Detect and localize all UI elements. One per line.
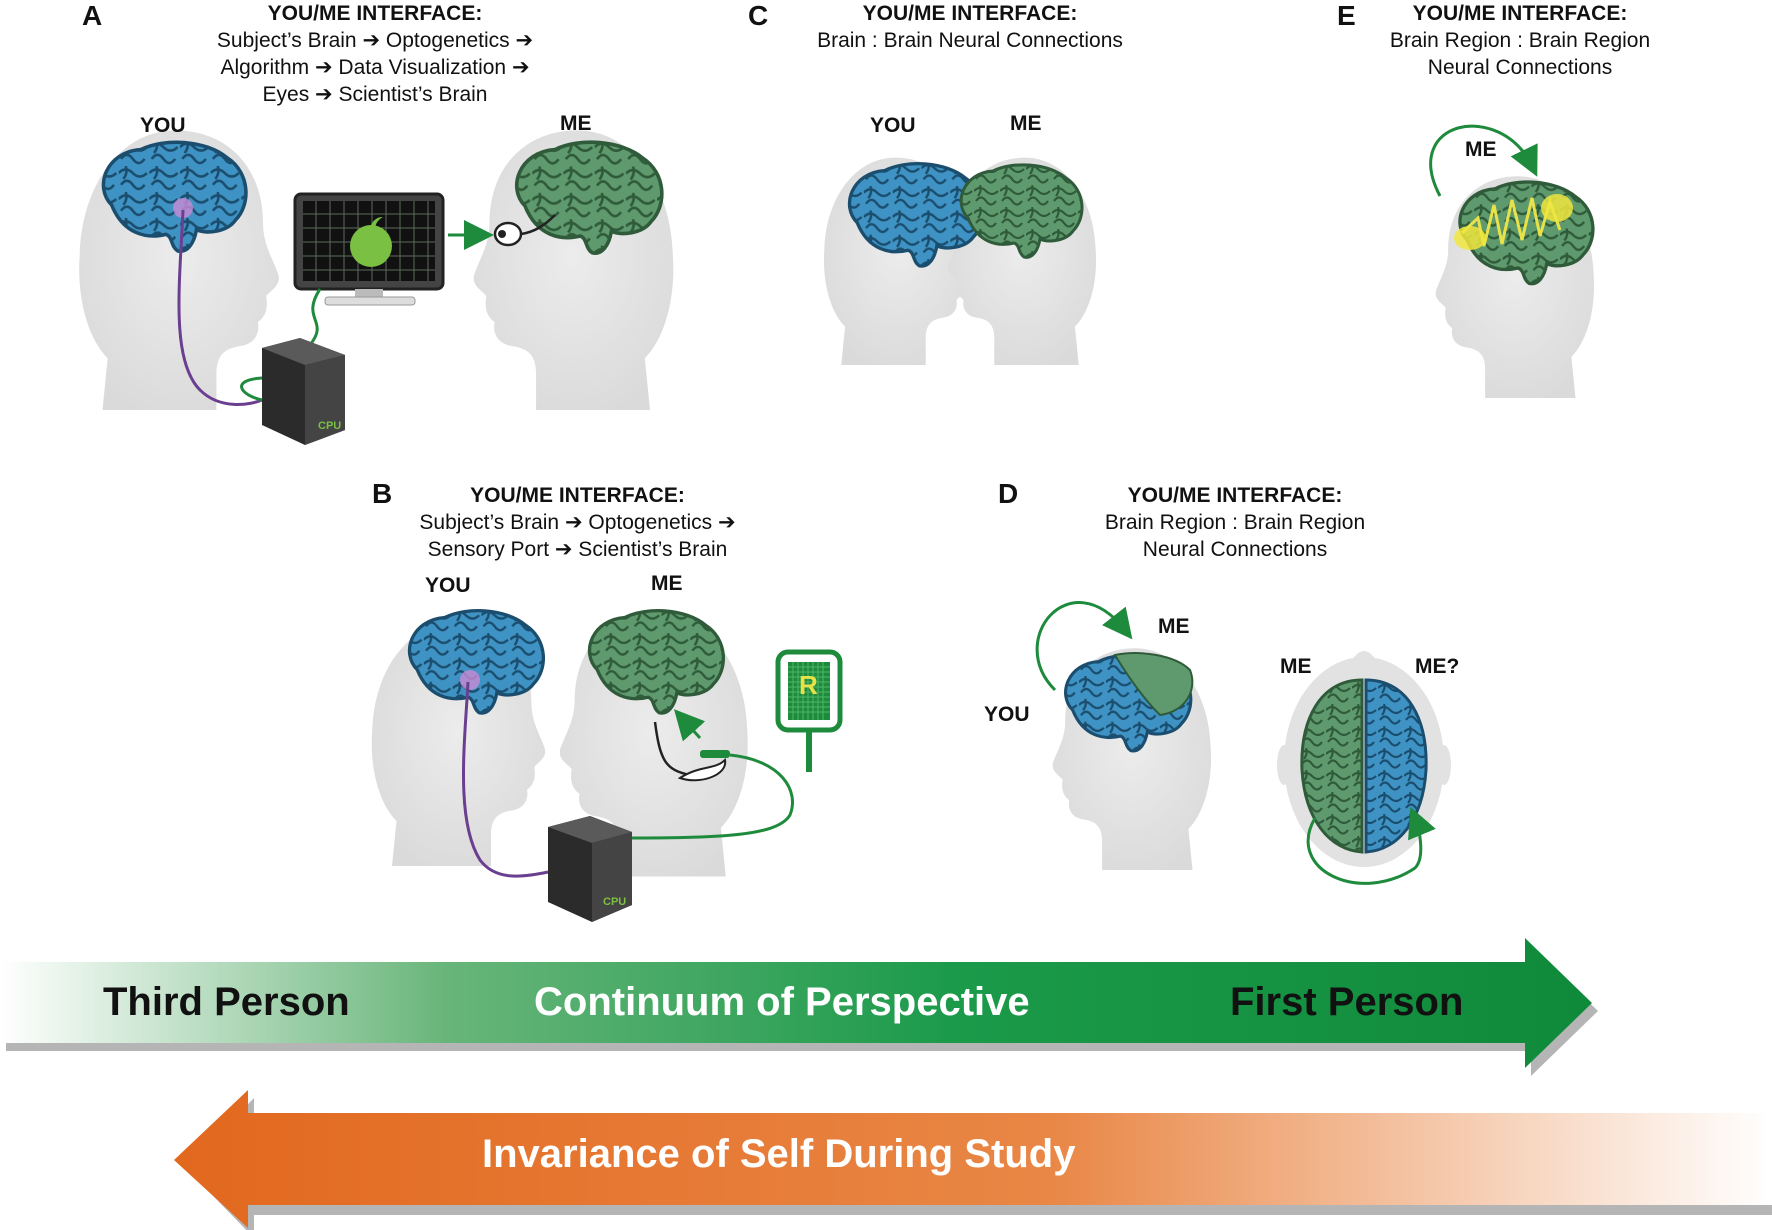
first-person-label: First Person xyxy=(1230,980,1464,1024)
panel-a-eye xyxy=(493,214,556,247)
orange-invariance-arrow xyxy=(174,1090,1772,1230)
panel-b-cpu-tower xyxy=(548,816,632,922)
panel-b-letter: B xyxy=(372,478,393,509)
panel-b-tongue xyxy=(677,757,727,782)
panel-e-region-right xyxy=(1541,194,1573,222)
panel-d-me-left-label: ME xyxy=(1280,655,1312,678)
panel-b-you-label: YOU xyxy=(425,574,471,597)
apple-icon xyxy=(350,225,392,267)
panel-e-loop-arrow xyxy=(1429,124,1538,197)
panel-b-line2: Sensory Port ➔ Scientist’s Brain xyxy=(427,538,728,561)
panel-b-nerve xyxy=(653,721,691,777)
panel-e-me-label: ME xyxy=(1465,138,1497,161)
panel-c-line1: Brain : Brain Neural Connections xyxy=(817,29,1123,52)
panel-a-cpu-label: CPU xyxy=(318,420,342,432)
panel-b-port-cable xyxy=(559,753,794,840)
panel-a-letter: A xyxy=(82,0,103,31)
panel-b-line1: Subject’s Brain ➔ Optogenetics ➔ xyxy=(419,511,736,534)
panel-d-me-question-label: ME? xyxy=(1415,655,1460,678)
panel-b-probe-wire xyxy=(462,681,549,878)
panel-d-title: YOU/ME INTERFACE: Brain Region : Brain R… xyxy=(1085,482,1385,563)
panel-e-heading: YOU/ME INTERFACE: xyxy=(1412,2,1628,25)
panel-b-stimulus-grid xyxy=(775,649,843,772)
panel-a-monitor-cable xyxy=(308,288,322,346)
panel-b-cpu-label: CPU xyxy=(603,896,627,908)
panel-a-probe-wire xyxy=(177,209,263,406)
panel-e-line1: Brain Region : Brain Region xyxy=(1389,29,1651,52)
panel-d-loop-arrow-bottom xyxy=(1306,806,1436,885)
panel-c-you-label: YOU xyxy=(870,114,916,137)
panel-e-letter: E xyxy=(1337,0,1356,31)
panel-d-line1: Brain Region : Brain Region xyxy=(1104,511,1366,534)
panel-c-letter: C xyxy=(748,0,769,31)
panel-a-art xyxy=(79,130,674,445)
panel-a-cpu-cable xyxy=(240,376,263,402)
panel-a-heading: YOU/ME INTERFACE: xyxy=(267,2,483,25)
panel-b-title: YOU/ME INTERFACE: Subject’s Brain ➔ Opto… xyxy=(395,482,760,563)
panel-a-me-label: ME xyxy=(560,112,592,135)
panel-e-title: YOU/ME INTERFACE: Brain Region : Brain R… xyxy=(1365,0,1675,81)
panel-d-me-top-label: ME xyxy=(1158,615,1190,638)
panel-b-grid-letter: R xyxy=(799,670,818,700)
panel-b-art xyxy=(371,608,843,922)
invariance-label: Invariance of Self During Study xyxy=(482,1132,1076,1176)
panel-e-line2: Neural Connections xyxy=(1427,56,1613,79)
panel-b-heading: YOU/ME INTERFACE: xyxy=(470,484,685,507)
panel-a-you-label: YOU xyxy=(140,114,186,137)
third-person-label: Third Person xyxy=(103,980,350,1024)
panel-a-title: YOU/ME INTERFACE: Subject’s Brain ➔ Opto… xyxy=(170,0,580,108)
panel-c-heading: YOU/ME INTERFACE: xyxy=(862,2,1078,25)
panel-d-letter: D xyxy=(998,478,1019,509)
panel-c-art xyxy=(823,157,1097,365)
panel-c-me-label: ME xyxy=(1010,112,1042,135)
panel-b-optogenetic-probe xyxy=(460,670,480,690)
panel-a-line2: Algorithm ➔ Data Visualization ➔ xyxy=(220,56,530,79)
panel-c-title: YOU/ME INTERFACE: Brain : Brain Neural C… xyxy=(785,0,1155,54)
panel-b-me-label: ME xyxy=(651,572,683,595)
green-perspective-arrow xyxy=(0,938,1598,1076)
panel-a-line3: Eyes ➔ Scientist’s Brain xyxy=(262,83,488,106)
panel-b-tongue-arrow xyxy=(673,709,706,742)
panel-d-art xyxy=(1035,601,1451,885)
panel-d-head-top xyxy=(1277,651,1451,867)
panel-d-heading: YOU/ME INTERFACE: xyxy=(1127,484,1343,507)
panel-a-monitor xyxy=(293,192,445,306)
panel-d-you-label: YOU xyxy=(984,703,1030,726)
panel-a-line1: Subject’s Brain ➔ Optogenetics ➔ xyxy=(216,29,534,52)
panel-d-loop-arrow-top xyxy=(1035,601,1133,692)
panel-a-cpu-tower xyxy=(262,338,345,445)
continuum-label: Continuum of Perspective xyxy=(534,980,1030,1024)
panel-d-line2: Neural Connections xyxy=(1142,538,1328,561)
panel-e-region-left xyxy=(1454,226,1486,250)
panel-d-me-region xyxy=(1113,652,1194,717)
panel-e-art xyxy=(1429,124,1595,398)
panel-a-optogenetic-probe xyxy=(173,198,193,218)
panel-b-sensory-port xyxy=(700,750,730,758)
